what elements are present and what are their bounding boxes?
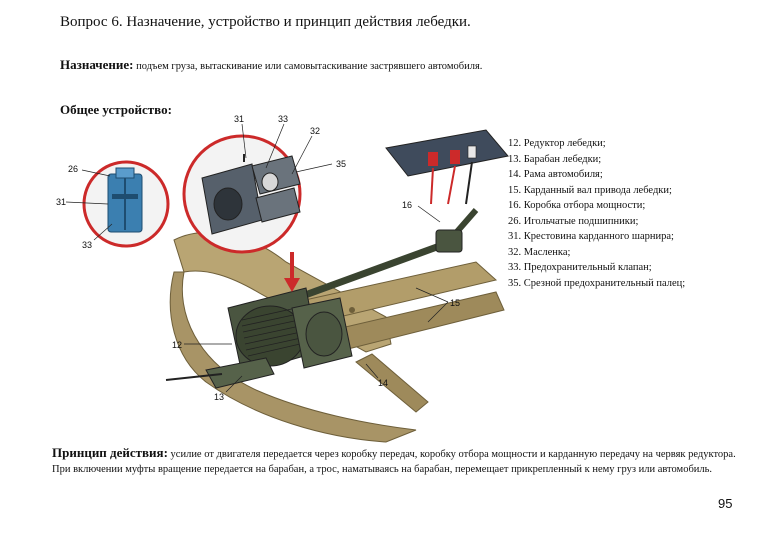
legend-item-32: 32. Масленка;	[508, 246, 571, 258]
page-title: Вопрос 6. Назначение, устройство и принц…	[60, 14, 471, 30]
callout-13: 13	[214, 392, 224, 402]
principle-label: Принцип действия:	[52, 445, 168, 460]
callout-35: 35	[336, 159, 346, 169]
callout-33-left: 33	[82, 240, 92, 250]
principle-text: усилие от двигателя передается через кор…	[52, 449, 736, 475]
purpose-paragraph: Назначение: подъем груза, вытаскивание и…	[60, 58, 750, 74]
legend-item-16: 16. Коробка отбора мощности;	[508, 200, 646, 211]
legend-item-15: 15. Карданный вал привода лебедки;	[508, 184, 672, 196]
legend-item-35: 35. Срезной предохранительный палец;	[508, 277, 686, 289]
legend-item-12: 12. Редуктор лебедки;	[508, 138, 606, 149]
legend-item-33: 33. Предохранительный клапан;	[508, 262, 652, 273]
callout-31-left: 31	[56, 197, 66, 207]
page-number: 95	[718, 496, 733, 511]
parts-legend: 12. Редуктор лебедки; 13. Барабан лебедк…	[508, 136, 758, 291]
winch-assembly	[165, 287, 353, 389]
callout-15: 15	[450, 298, 460, 308]
safety-valve-inset	[82, 160, 170, 248]
callout-14: 14	[378, 378, 388, 388]
leader-lines	[65, 123, 449, 393]
callout-32: 32	[310, 126, 320, 136]
legend-item-14: 14. Рама автомобиля;	[508, 169, 603, 180]
universal-joint-inset	[182, 134, 302, 254]
callout-26: 26	[68, 164, 78, 174]
winch-illustration: 31 33 32 35 26 31 33 16 12 13 14 15	[56, 114, 509, 443]
callout-33-top: 33	[278, 114, 288, 124]
cardan-shaft	[284, 208, 479, 306]
structure-heading: Общее устройство:	[60, 102, 172, 117]
legend-item-31: 31. Крестовина карданного шарнира;	[508, 231, 674, 242]
power-takeoff-box	[385, 129, 509, 205]
callout-12: 12	[172, 340, 182, 350]
callout-16: 16	[402, 200, 412, 210]
legend-item-26: 26. Игольчатые подшипники;	[508, 215, 639, 227]
principle-paragraph: Принцип действия: усилие от двигателя пе…	[52, 445, 752, 477]
callout-31-top: 31	[234, 114, 244, 124]
detail-arrow	[284, 252, 300, 292]
purpose-text: подъем груза, вытаскивание или самовытас…	[133, 61, 483, 72]
winch-diagram: 31 33 32 35 26 31 33 16 12 13 14 15	[56, 112, 526, 444]
purpose-label: Назначение:	[60, 57, 134, 72]
legend-item-13: 13. Барабан лебедки;	[508, 153, 602, 165]
